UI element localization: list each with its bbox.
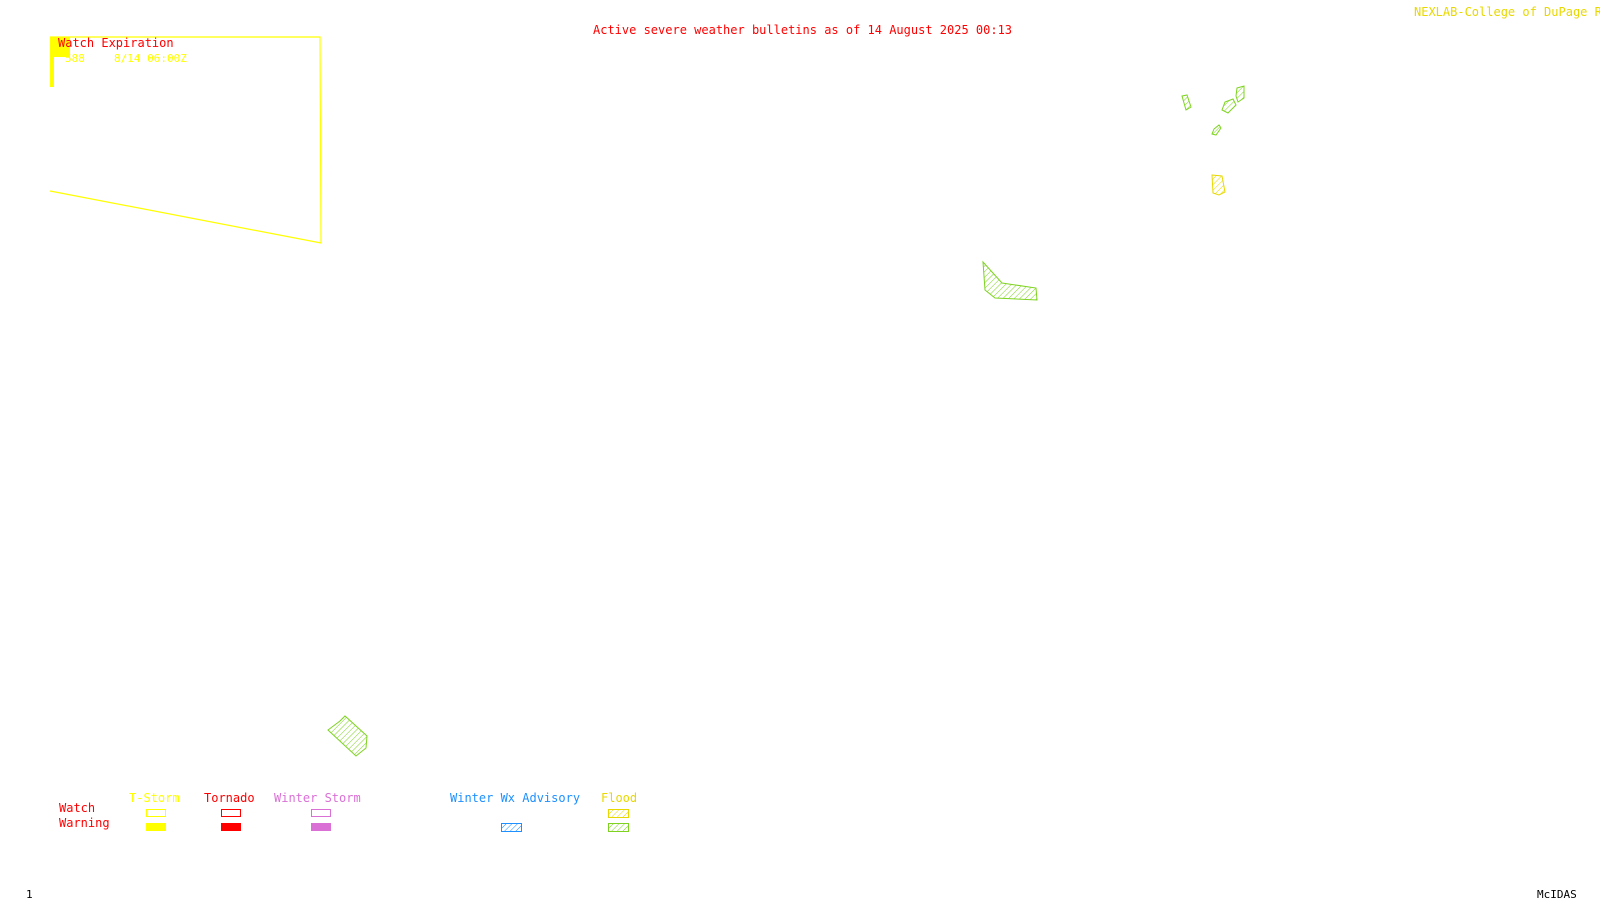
- legend-column-tornado: Tornado: [204, 791, 255, 805]
- legend-row-label-watch: Watch: [59, 801, 96, 815]
- flood-warning-polygon-northeast-2[interactable]: [1221, 98, 1237, 114]
- frame-number: 1: [26, 888, 33, 901]
- bulletin-title: Active severe weather bulletins as of 14…: [593, 23, 1013, 37]
- flood-warning-polygon-southwest[interactable]: [327, 715, 368, 757]
- legend-flood-warning-swatch: [608, 823, 629, 832]
- legend-tstorm-watch-swatch: [146, 809, 166, 817]
- legend-column-tstorm: T-Storm: [129, 791, 180, 805]
- flood-warning-polygon-large[interactable]: [982, 260, 1038, 301]
- legend-column-flood: Flood: [601, 791, 638, 805]
- watch-expiry-time: 8/14 06:00Z: [114, 52, 187, 65]
- flood-warning-polygon-northeast-3[interactable]: [1235, 85, 1245, 103]
- flood-warning-polygon-northeast-1[interactable]: [1181, 94, 1192, 111]
- software-label: McIDAS: [1537, 888, 1577, 901]
- watch-marker-bar: [50, 37, 54, 87]
- flood-watch-polygon[interactable]: [1211, 174, 1226, 196]
- flood-warning-polygon-northeast-4[interactable]: [1211, 124, 1222, 136]
- legend-column-winter-storm: Winter Storm: [274, 791, 361, 805]
- watch-number: 588: [65, 52, 85, 65]
- legend-tornado-warning-swatch: [221, 823, 241, 831]
- watch-expiration-title: Watch Expiration: [58, 36, 174, 50]
- legend-tornado-watch-swatch: [221, 809, 241, 817]
- legend-winter-wx-advisory-swatch: [501, 823, 522, 832]
- credit-label: NEXLAB-College of DuPage R: [1414, 5, 1600, 19]
- watch-marker-block: [50, 37, 70, 57]
- legend-tstorm-warning-swatch: [146, 823, 166, 831]
- tstorm-watch-outline[interactable]: [49, 36, 322, 244]
- legend-row-label-warning: Warning: [59, 816, 110, 830]
- legend-flood-watch-swatch: [608, 809, 629, 818]
- legend-winter-storm-warning-swatch: [311, 823, 331, 831]
- legend-column-winter-wx-advisory: Winter Wx Advisory: [450, 791, 581, 805]
- legend-winter-storm-watch-swatch: [311, 809, 331, 817]
